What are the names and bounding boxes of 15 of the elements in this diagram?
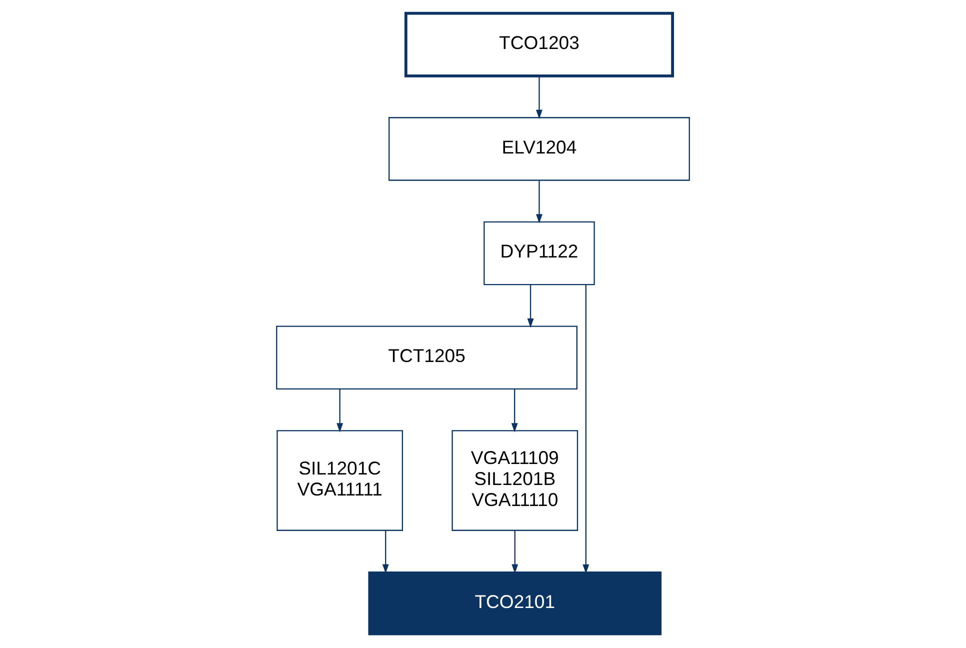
arrow [582, 284, 590, 574]
arrow [527, 284, 534, 328]
node-box: DYP1122 [484, 221, 595, 286]
arrow [511, 388, 518, 432]
arrow [512, 530, 518, 574]
node-box: TCT1205 [276, 326, 578, 390]
node-box: TCO2101 [368, 572, 662, 636]
node-box: VGA11109 SIL1201B VGA11110 [452, 430, 578, 531]
arrow [536, 180, 542, 224]
node-box: SIL1201C VGA11111 [276, 430, 403, 531]
node-box: ELV1204 [388, 117, 690, 181]
arrow [382, 530, 389, 574]
arrow [536, 76, 542, 120]
arrow [336, 388, 344, 432]
node-box: TCO1203 [404, 12, 674, 78]
